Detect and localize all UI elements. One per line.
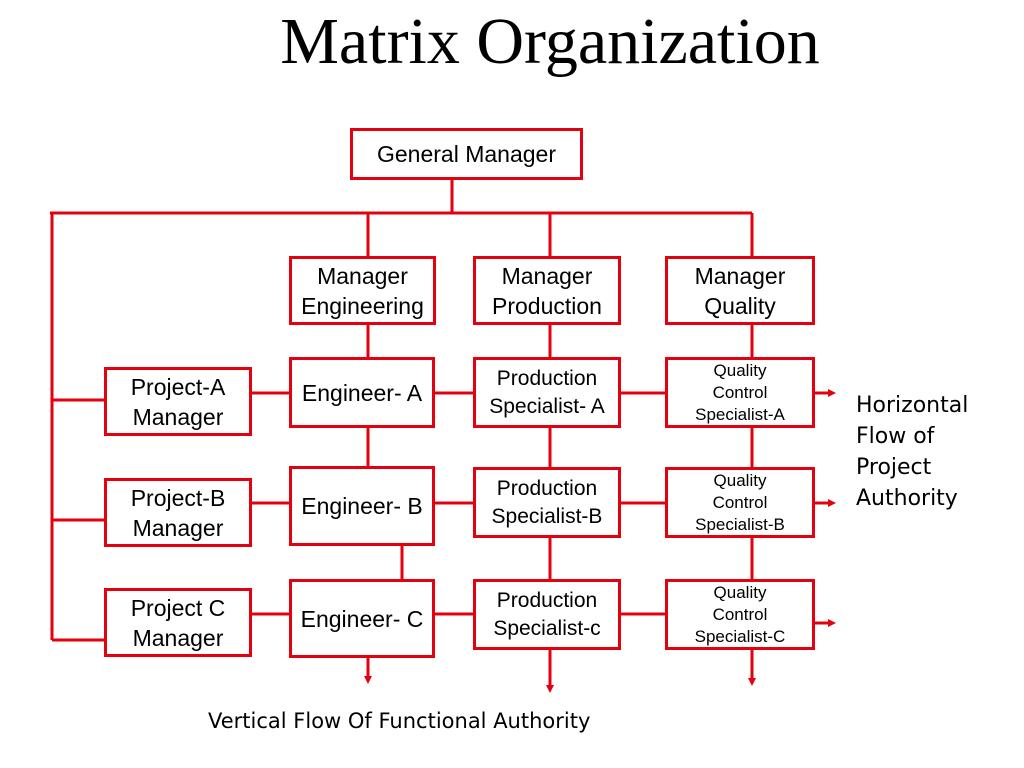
annotation-line: Project [856, 455, 932, 480]
box-line: Production [492, 292, 602, 319]
vertical-flow-label: Vertical Flow Of Functional Authority [208, 709, 591, 733]
annotation-line: Flow of [856, 424, 935, 449]
box-line: Manager [501, 262, 593, 289]
box-line: Quality [713, 470, 767, 490]
box-line: Specialist-C [694, 626, 786, 646]
horizontal-flow-label: Horizontal Flow of Project Authority [856, 390, 968, 514]
box-line: Specialist- A [489, 394, 605, 418]
box-line: Control [712, 382, 768, 402]
box-line: Quality [713, 360, 767, 380]
annotation-line: Horizontal [856, 393, 969, 418]
box-line: Quality [704, 292, 776, 319]
box-line: Engineer- C [300, 605, 424, 632]
box-line: Project-B [130, 484, 226, 511]
project-b-manager-box: Project-B Manager [104, 478, 252, 547]
box-line: Specialist-A [695, 404, 785, 424]
box-line: Quality [713, 582, 767, 602]
box-line: Manager [132, 514, 224, 541]
box-line: Project C [130, 594, 226, 621]
box-line: Specialist-B [491, 504, 603, 528]
engineer-c-box: Engineer- C [289, 579, 435, 658]
annotation-line: Authority [856, 486, 958, 511]
box-line: Engineering [301, 292, 424, 319]
project-c-manager-box: Project C Manager [104, 588, 252, 657]
box-line: Manager [694, 262, 786, 289]
box-line: Engineer- A [301, 379, 423, 406]
engineer-b-box: Engineer- B [289, 466, 435, 546]
box-line: Engineer- B [301, 493, 423, 519]
box-line: Production [496, 476, 598, 500]
box-line: Project-A [130, 373, 226, 400]
box-line: Manager [132, 403, 224, 430]
box-line: Manager [317, 262, 408, 289]
project-a-manager-box: Project-A Manager [104, 367, 252, 436]
box-line: Production [496, 588, 598, 612]
engineer-a-box: Engineer- A [289, 357, 435, 428]
box-line: Specialist-c [493, 616, 601, 640]
box-line: Control [712, 604, 768, 624]
page-title: Matrix Organization [280, 5, 820, 78]
box-line: Manager [132, 624, 224, 651]
box-line: Control [712, 492, 768, 512]
box-line: Production [496, 366, 598, 390]
box-line: General Manager [377, 141, 556, 167]
box-line: Specialist-B [695, 514, 785, 534]
general-manager-box: General Manager [350, 128, 583, 180]
